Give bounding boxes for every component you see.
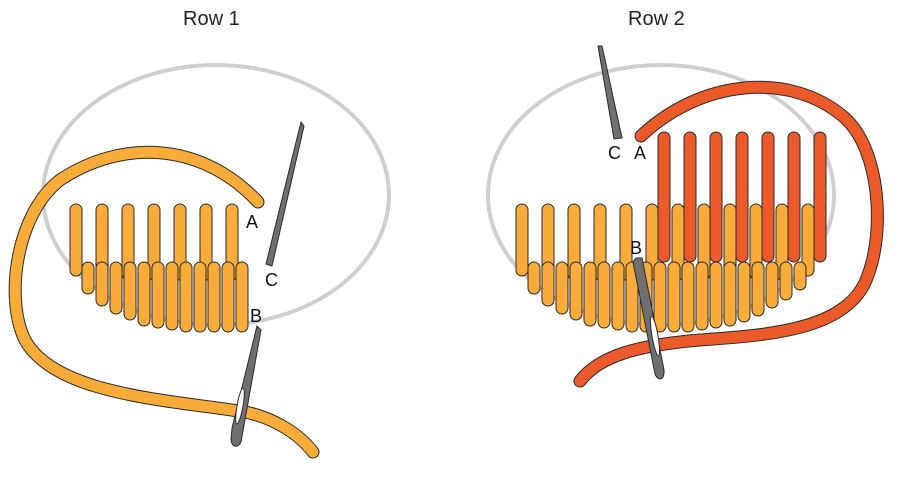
- row-2-label-c: C: [608, 143, 621, 163]
- row-1-label-b: B: [250, 306, 262, 326]
- row-2-title: Row 2: [628, 8, 685, 30]
- row-1-upper-stitches: [69, 203, 239, 281]
- thread-icon: [573, 80, 884, 388]
- row-2-row1-upper-stitches: [515, 203, 815, 281]
- thread-icon: [8, 145, 320, 459]
- row-2-label-a: A: [634, 143, 646, 163]
- row-2-row1-lower-stitches: [527, 261, 807, 333]
- needle-icon: [632, 257, 665, 380]
- row-1-label-a: A: [246, 212, 258, 232]
- row-2-new-stitches: [657, 131, 827, 263]
- needle-icon: [265, 120, 305, 267]
- row-1-label-c: C: [265, 270, 278, 290]
- row-2-diagram: C A B: [486, 45, 884, 388]
- row-1-title: Row 1: [183, 8, 240, 30]
- needle-icon: [230, 325, 262, 447]
- needle-icon: [597, 45, 623, 140]
- row-1-diagram: A C B: [8, 63, 391, 459]
- row-2-label-b: B: [630, 238, 642, 258]
- row-1-lower-stitches: [81, 261, 249, 333]
